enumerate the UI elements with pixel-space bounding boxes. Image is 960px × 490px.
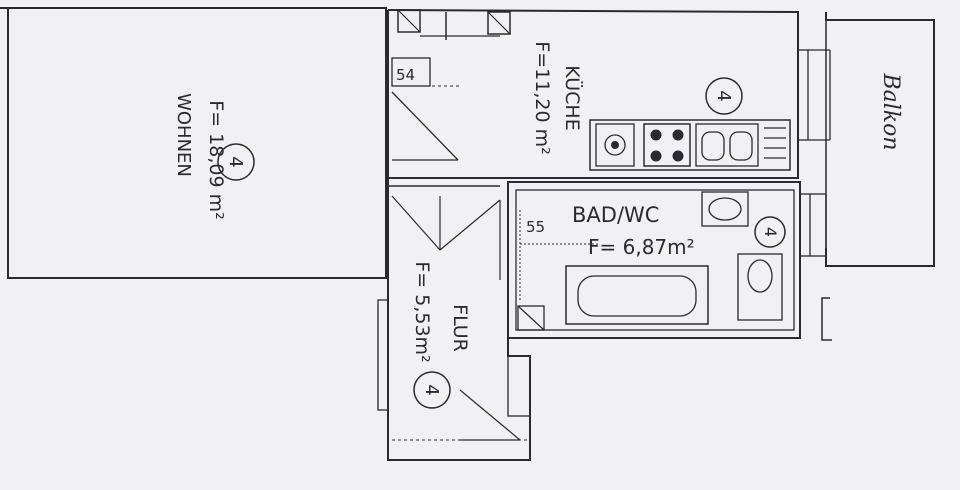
kitchen-stove (643, 123, 691, 167)
double-sink (695, 123, 759, 167)
room-bad (507, 181, 827, 339)
room-marker-circle (217, 143, 255, 181)
bath-window (799, 193, 811, 257)
bad-marker: 4 (761, 227, 780, 237)
wohnen-marker: 4 (225, 156, 246, 167)
balcony-label: Balkon (878, 72, 903, 150)
kitchen-sink (595, 123, 635, 167)
room-kueche (387, 9, 831, 179)
bath-niche-dimension: 55 (526, 218, 545, 236)
wall-fragment (821, 297, 832, 341)
room-marker-circle (754, 216, 786, 248)
room-marker-circle (413, 371, 451, 409)
bathtub (565, 265, 709, 325)
room-flur (377, 178, 531, 461)
wohnen-name-label: WOHNEN (173, 93, 194, 177)
flur-marker: 4 (421, 384, 442, 395)
toilet (737, 253, 783, 321)
bad-area-label: F= 6,87m² (588, 235, 695, 259)
kueche-name-label: KÜCHE (561, 65, 584, 130)
kueche-marker: 4 (713, 90, 734, 101)
kueche-area-label: F=11,20 m² (531, 41, 553, 154)
flur-area-label: F= 5,53m² (411, 261, 433, 362)
room-marker-circle (705, 77, 743, 115)
wash-basin (701, 191, 749, 227)
flur-name-label: FLUR (449, 304, 471, 352)
kitchen-niche-dimension: 54 (396, 66, 415, 84)
shaft-box (487, 11, 511, 35)
bad-name-label: BAD/WC (572, 203, 659, 227)
room-wohnen (0, 7, 387, 279)
shaft-box (397, 9, 421, 33)
kitchen-counter (589, 119, 791, 171)
wohnen-area-label: F= 18,09 m² (205, 100, 227, 219)
kitchen-window (797, 49, 809, 141)
